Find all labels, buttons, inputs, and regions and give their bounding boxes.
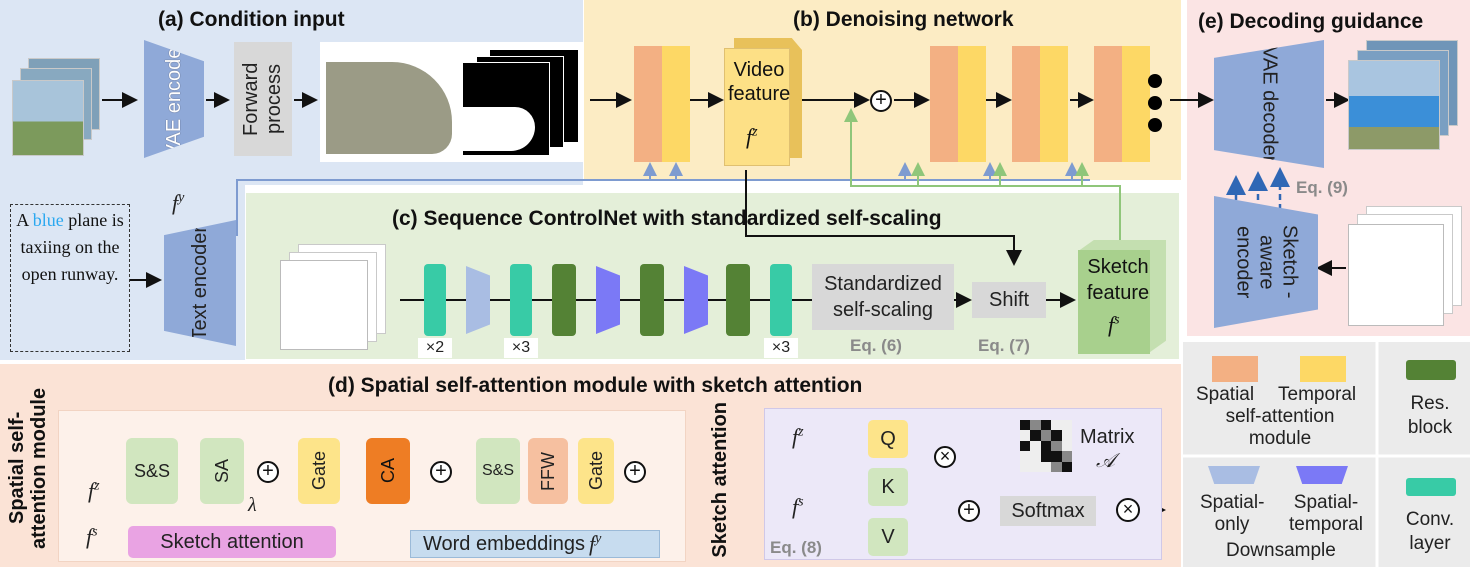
- vae-encoder: VAE encoder: [144, 40, 204, 158]
- title-sequence-controlnet: (c) Sequence ControlNet with standardize…: [392, 207, 942, 230]
- legend-label-spatial-only: Spatial- only: [1200, 492, 1265, 535]
- sketch-feature-cube: Sketch feature fs: [1078, 240, 1166, 356]
- ellipsis-icon: [1148, 74, 1164, 134]
- legend-label-temporal: Temporal: [1278, 384, 1357, 405]
- standardized-self-scaling: Standardized self-scaling: [812, 264, 954, 330]
- decoding-sketch-frames: [1348, 206, 1464, 328]
- legend-label-downsample: Downsample: [1226, 540, 1336, 561]
- legend-swatch-res-block: [1406, 360, 1456, 380]
- lambda-label: λ: [248, 494, 257, 516]
- eq6-label: Eq. (6): [850, 336, 902, 355]
- times3-badge-1: ×3: [504, 338, 538, 358]
- legend-label-spatial: Spatial: [1196, 384, 1255, 405]
- sa-fs-label: fs: [792, 494, 804, 519]
- denoising-block-1: [634, 46, 690, 162]
- text-prompt-box: A blue plane is taxiing on the open runw…: [10, 204, 130, 352]
- legend-label-conv-layer: Conv. layer: [1405, 509, 1455, 554]
- legend-label-self-attention: self-attention module: [1225, 406, 1335, 449]
- legend-swatch-temporal: [1300, 356, 1346, 382]
- res-block-1: [552, 264, 576, 336]
- add-operator-icon: +: [257, 461, 279, 483]
- add-operator-icon: +: [958, 500, 980, 522]
- title-decoding-guidance: (e) Decoding guidance: [1198, 10, 1424, 33]
- noisy-latent-and-mask: [320, 42, 584, 162]
- downsample-spatial-temporal-1: [596, 266, 620, 334]
- sketch-attention-side-label: Sketch attention: [708, 402, 731, 558]
- softmax-box: Softmax: [1000, 496, 1096, 526]
- gate-box-1: Gate: [298, 438, 340, 504]
- video-feature-cube: Video feature fz: [724, 38, 802, 168]
- legend-label-res-block: Res. block: [1407, 393, 1453, 438]
- fs-input-label: fs: [86, 524, 98, 549]
- fy-label: fy: [172, 190, 185, 215]
- ca-box: CA: [366, 438, 410, 504]
- multiply-operator-icon: ×: [1116, 498, 1140, 522]
- times3-badge-2: ×3: [764, 338, 798, 358]
- word-embeddings-box: Word embeddings fy: [410, 530, 660, 558]
- denoising-block-2: [930, 46, 986, 162]
- legend-swatch-spatial-only: [1208, 466, 1260, 484]
- title-condition-input: (a) Condition input: [158, 8, 345, 31]
- add-operator-icon: +: [870, 90, 892, 112]
- sketch-attention-box: Sketch attention: [128, 526, 336, 558]
- eq9-label: Eq. (9): [1296, 178, 1348, 197]
- ss-box-1: S&S: [126, 438, 178, 504]
- sa-box: SA: [200, 438, 244, 504]
- conv-layer-1: [424, 264, 446, 336]
- sketch-attention-inner: [764, 408, 1162, 560]
- eq7-label: Eq. (7): [978, 336, 1030, 355]
- spatial-self-attention-side-label: Spatial self-attention module: [6, 387, 50, 549]
- sa-fz-label: fz: [792, 424, 804, 449]
- shift-box: Shift: [972, 282, 1046, 318]
- fz-input-label: fz: [88, 478, 100, 503]
- q-box: Q: [868, 420, 908, 458]
- eq8-label: Eq. (8): [770, 538, 822, 557]
- title-denoising-network: (b) Denoising network: [793, 8, 1014, 31]
- denoising-block-4: [1094, 46, 1150, 162]
- matrix-symbol: 𝒜: [1096, 450, 1115, 472]
- matrix-label: Matrix: [1080, 426, 1135, 448]
- res-block-3: [726, 264, 750, 336]
- title-spatial-self-attention: (d) Spatial self-attention module with s…: [328, 374, 863, 397]
- text-encoder: Text encoder: [164, 220, 236, 346]
- forward-process: Forward process: [234, 42, 292, 156]
- matrix-a-grid: [1020, 420, 1072, 472]
- sketch-input-frames: [280, 244, 390, 354]
- conv-layer-3: [770, 264, 792, 336]
- denoising-block-3: [1012, 46, 1068, 162]
- conv-layer-2: [510, 264, 532, 336]
- legend-label-spatial-temporal: Spatial- temporal: [1289, 492, 1363, 535]
- noisy-frame: [326, 62, 452, 154]
- times2-badge: ×2: [418, 338, 452, 358]
- add-operator-icon: +: [624, 461, 646, 483]
- multiply-operator-icon: ×: [934, 446, 956, 468]
- downsample-spatial-temporal-2: [684, 266, 708, 334]
- downsample-spatial-only: [466, 266, 490, 334]
- gate-box-2: Gate: [578, 438, 614, 504]
- res-block-2: [640, 264, 664, 336]
- legend-swatch-spatial: [1212, 356, 1258, 382]
- input-video-frames: [12, 58, 102, 158]
- k-box: K: [868, 468, 908, 506]
- mask-frames: [462, 50, 582, 158]
- add-operator-icon: +: [430, 461, 452, 483]
- ffw-box: FFW: [528, 438, 568, 504]
- legend-swatch-conv-layer: [1406, 478, 1456, 496]
- legend-swatch-spatial-temporal: [1296, 466, 1348, 484]
- ss-box-2: S&S: [476, 438, 520, 504]
- vae-decoder: VAE decoder: [1214, 40, 1324, 168]
- sketch-aware-encoder: Sketch -aware encoder: [1214, 196, 1318, 328]
- v-box: V: [868, 518, 908, 556]
- output-video-frames: [1348, 40, 1464, 152]
